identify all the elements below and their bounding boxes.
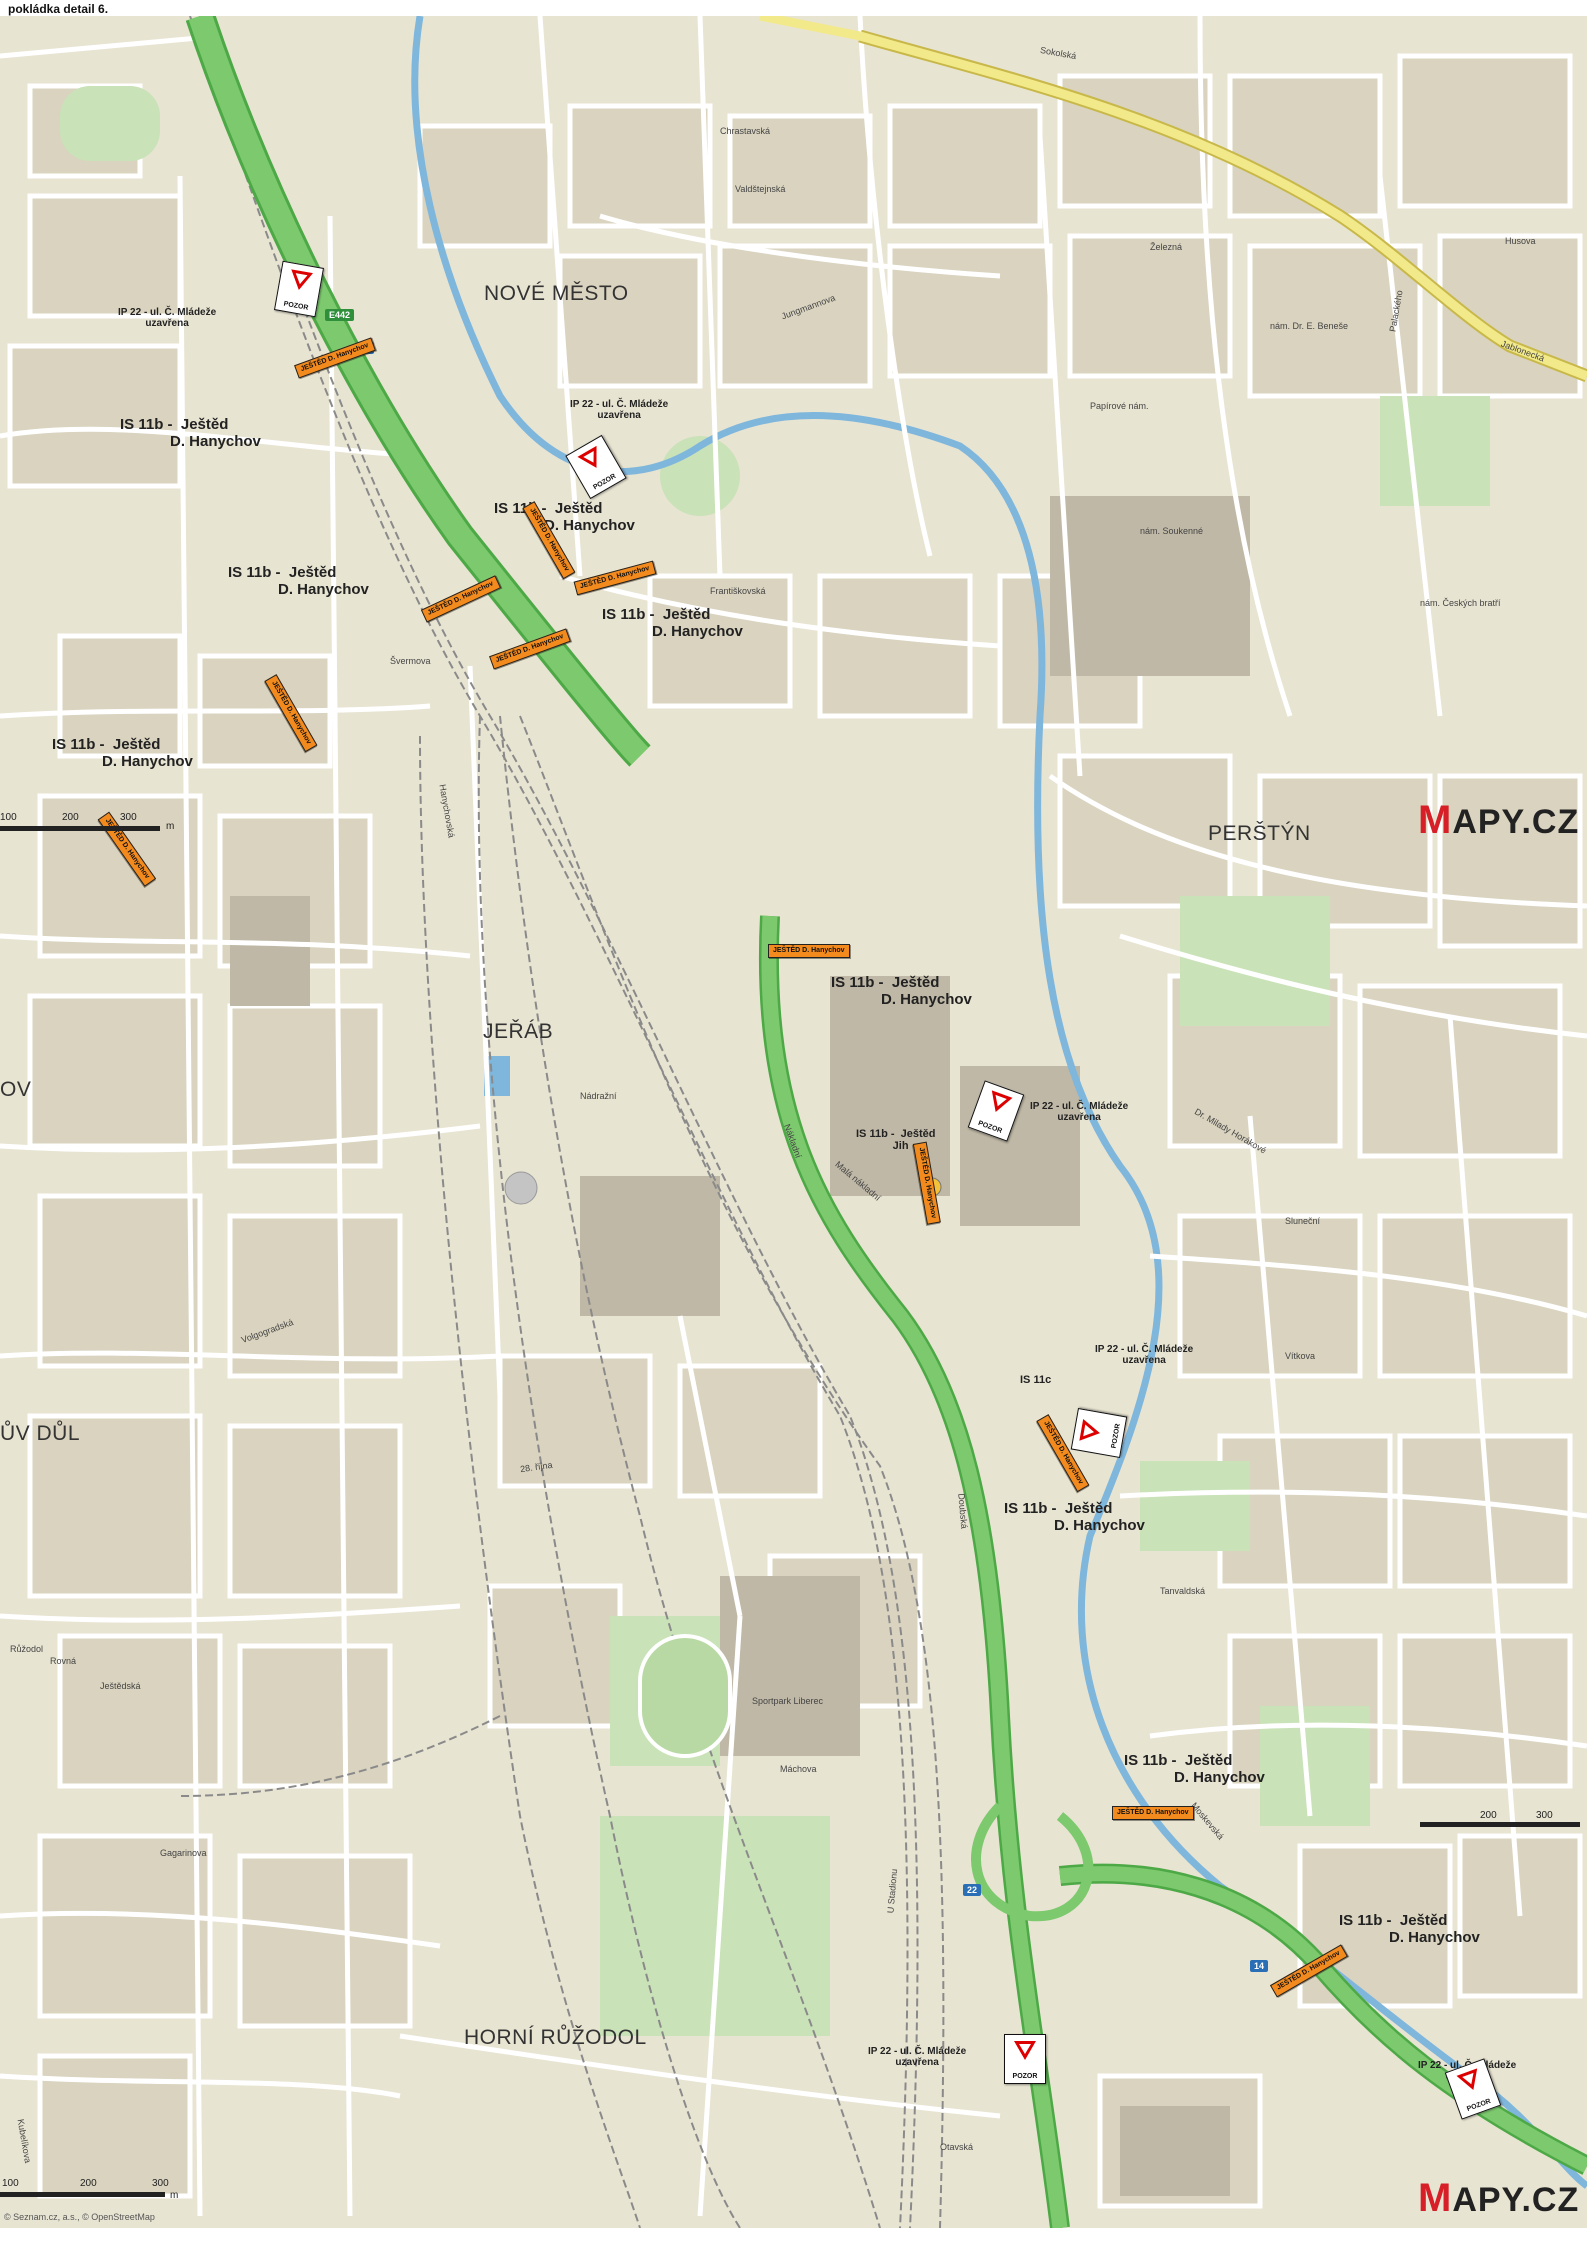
route-label-is11b: IS 11b - Ještěd D. Hanychov bbox=[228, 564, 369, 598]
closure-label-ip22: IP 22 - ul. Č. Mládeže uzavřena bbox=[1030, 1101, 1129, 1123]
street-label: Ještědská bbox=[100, 1681, 141, 1691]
minor-streets bbox=[0, 16, 1587, 2217]
road-shield-14: 14 bbox=[1250, 1960, 1269, 1972]
route-label-is11b: IS 11b - Ještěd D. Hanychov bbox=[1339, 1912, 1480, 1946]
scale-unit: m bbox=[166, 821, 175, 832]
stadium bbox=[638, 1634, 732, 1758]
route-label-is11b: IS 11b - Ještěd D. Hanychov bbox=[494, 500, 635, 534]
street-label: Máchova bbox=[780, 1764, 817, 1774]
district-jerab: JEŘÁB bbox=[483, 1020, 554, 1043]
scale-label: 200 bbox=[1480, 1810, 1497, 1821]
roundabout-marker bbox=[504, 1171, 538, 1205]
street-label: Otavská bbox=[940, 2142, 974, 2152]
street-label: Gagarinova bbox=[160, 1848, 207, 1858]
district-partial-ov: OV bbox=[0, 1078, 32, 1101]
warning-sign: POZOR bbox=[1004, 2034, 1046, 2084]
street-label: nám. Českých bratří bbox=[1420, 598, 1501, 608]
mapy-cz-logo[interactable]: MAPY.CZ bbox=[1418, 798, 1580, 842]
scale-bar bbox=[0, 2192, 165, 2197]
district-nove-mesto: NOVÉ MĚSTO bbox=[484, 282, 629, 305]
street-label: Chrastavská bbox=[720, 126, 771, 136]
district-perstyn: PERŠTÝN bbox=[1208, 822, 1311, 845]
warning-triangle-icon bbox=[1079, 1419, 1102, 1445]
closure-label-ip22: IP 22 - ul. Č. Mládeže uzavřena bbox=[118, 307, 217, 329]
map-canvas[interactable]: NOVÉ MĚSTO PERŠTÝN JEŘÁB HORNÍ RŮŽODOL Ů… bbox=[0, 16, 1587, 2228]
route-label-is11b: IS 11b - Ještěd D. Hanychov bbox=[1124, 1752, 1265, 1786]
warning-triangle-icon bbox=[577, 445, 607, 474]
direction-sign-jested: JEŠTĚD D. Hanychov bbox=[768, 944, 850, 958]
direction-sign-jested: JEŠTĚD D. Hanychov bbox=[1112, 1806, 1194, 1820]
street-label: Tanvaldská bbox=[1160, 1586, 1206, 1596]
route-label-is11b: IS 11b - Ještěd D. Hanychov bbox=[52, 736, 193, 770]
map-title: pokládka detail 6. bbox=[8, 2, 109, 16]
warning-sign: POZOR bbox=[273, 260, 325, 318]
street-label: Růžodol bbox=[10, 1644, 44, 1654]
scale-label: 200 bbox=[62, 812, 79, 823]
scale-bar bbox=[1420, 1822, 1580, 1827]
street-label: Sportpark Liberec bbox=[752, 1696, 824, 1706]
street-label: Františkovská bbox=[710, 586, 766, 596]
road-shield-e442: E442 bbox=[325, 309, 355, 321]
scale-label: 300 bbox=[120, 812, 137, 823]
map-attribution: © Seznam.cz, a.s., © OpenStreetMap bbox=[4, 2212, 155, 2222]
scale-label: 200 bbox=[80, 2178, 97, 2189]
district-horni-ruzodol: HORNÍ RŮŽODOL bbox=[464, 2026, 647, 2049]
street-label: Švermova bbox=[390, 656, 431, 666]
warning-triangle-icon bbox=[1014, 2041, 1036, 2060]
street-label: Rovná bbox=[50, 1656, 77, 1666]
street-label: nám. Dr. E. Beneše bbox=[1270, 321, 1349, 331]
closure-label-ip22: IP 22 - ul. Č. Mládeže uzavřena bbox=[1095, 1344, 1194, 1366]
closure-label-ip22: IP 22 - ul. Č. Mládeže uzavřena bbox=[868, 2046, 967, 2068]
railway bbox=[179, 16, 945, 2228]
scale-unit: m bbox=[170, 2190, 179, 2201]
street-label: Papírové nám. bbox=[1090, 401, 1149, 411]
map-base-layer bbox=[0, 16, 1587, 2228]
major-roads bbox=[759, 16, 1587, 383]
route-label-is11b: IS 11b - Ještěd D. Hanychov bbox=[120, 416, 261, 450]
street-label: nám. Soukenné bbox=[1140, 526, 1204, 536]
route-label-is11b: IS 11b - Ještěd D. Hanychov bbox=[1004, 1500, 1145, 1534]
scale-label: 100 bbox=[2, 2178, 19, 2189]
closure-label-ip22: IP 22 - ul. Č. Mládeže uzavřena bbox=[570, 399, 669, 421]
warning-triangle-icon bbox=[1456, 2068, 1484, 2094]
street-label: Husova bbox=[1505, 236, 1536, 246]
street-label: Nádražní bbox=[580, 1091, 617, 1101]
warning-triangle-icon bbox=[985, 1090, 1013, 1116]
street-label: Sluneční bbox=[1285, 1216, 1321, 1226]
scale-label: 100 bbox=[0, 812, 17, 823]
street-label: Vítkova bbox=[1285, 1351, 1316, 1361]
street-label: Železná bbox=[1150, 242, 1183, 252]
street-label: Valdštejnská bbox=[735, 184, 786, 194]
route-label-is11c: IS 11c bbox=[1020, 1374, 1052, 1386]
mapy-cz-logo[interactable]: MAPY.CZ bbox=[1418, 2176, 1580, 2220]
scale-bar bbox=[0, 826, 160, 831]
route-label-is11b: IS 11b - Ještěd D. Hanychov bbox=[831, 974, 972, 1008]
warning-triangle-icon bbox=[287, 269, 313, 292]
district-partial-dul: ŮV DŮL bbox=[0, 1422, 81, 1445]
road-shield-22: 22 bbox=[963, 1884, 982, 1896]
scale-label: 300 bbox=[152, 2178, 169, 2189]
route-label-is11b-jih: IS 11b - Ještěd Jih bbox=[856, 1128, 936, 1152]
route-label-is11b: IS 11b - Ještěd D. Hanychov bbox=[602, 606, 743, 640]
scale-label: 300 bbox=[1536, 1810, 1553, 1821]
warning-sign: POZOR bbox=[1070, 1407, 1128, 1459]
